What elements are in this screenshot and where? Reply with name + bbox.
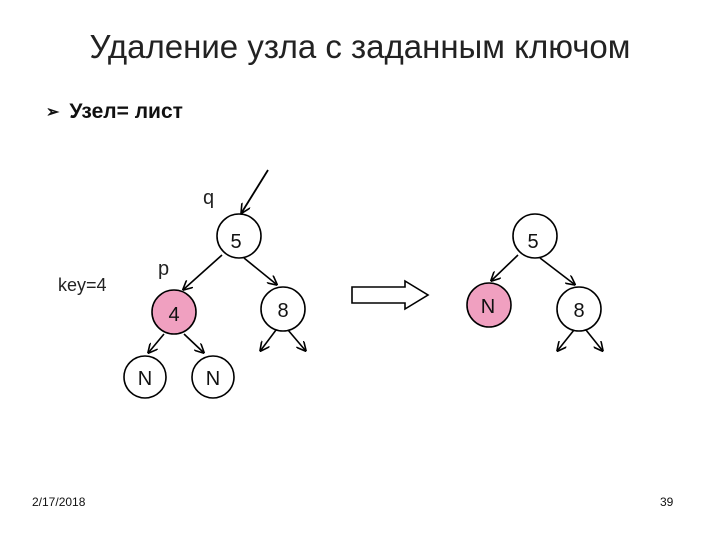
node-root-after: 5 <box>512 213 558 259</box>
node-right-after: 8 <box>556 286 602 332</box>
edge-right-null-right-after <box>585 329 602 350</box>
bullet-arrow-icon: ➢ <box>46 104 60 121</box>
edge-root-right <box>243 257 276 284</box>
node-right-before-label: 8 <box>277 300 288 322</box>
footer-page-number: 39 <box>660 495 674 509</box>
pointer-q-arrow <box>242 169 269 212</box>
pointer-q-label: q <box>203 187 214 209</box>
node-null-right-before: N <box>191 355 235 399</box>
edge-right-null-left <box>261 329 277 350</box>
node-target-before-label: 4 <box>168 304 179 326</box>
edge-right-null-left-after <box>558 329 575 350</box>
transition-arrow-icon <box>351 279 430 311</box>
edge-root-left <box>184 254 223 289</box>
edge-left-leftchild <box>149 333 165 352</box>
bullet-text: Узел= лист <box>69 100 183 123</box>
slide-title: Удаление узла с заданным ключом <box>89 28 631 65</box>
edge-right-null-right <box>287 329 305 350</box>
edge-left-rightchild <box>183 333 203 352</box>
node-null-after: N <box>466 282 512 328</box>
edge-root-left-after <box>492 254 519 280</box>
node-root-before: 5 <box>216 213 262 259</box>
node-null-left-before: N <box>123 355 167 399</box>
node-root-before-label: 5 <box>230 231 241 253</box>
node-right-before: 8 <box>260 286 306 332</box>
key-label: key=4 <box>58 275 107 295</box>
footer-date: 2/17/2018 <box>32 495 86 509</box>
pointer-p-label: p <box>158 258 169 280</box>
edge-root-right-after <box>539 257 574 284</box>
node-null-right-before-label: N <box>206 368 220 390</box>
node-target-before: 4 <box>151 289 197 335</box>
node-null-after-label: N <box>481 296 495 318</box>
node-right-after-label: 8 <box>573 300 584 322</box>
bullet-item: ➢ Узел= лист <box>46 100 183 124</box>
node-null-left-before-label: N <box>138 368 152 390</box>
node-root-after-label: 5 <box>527 231 538 253</box>
